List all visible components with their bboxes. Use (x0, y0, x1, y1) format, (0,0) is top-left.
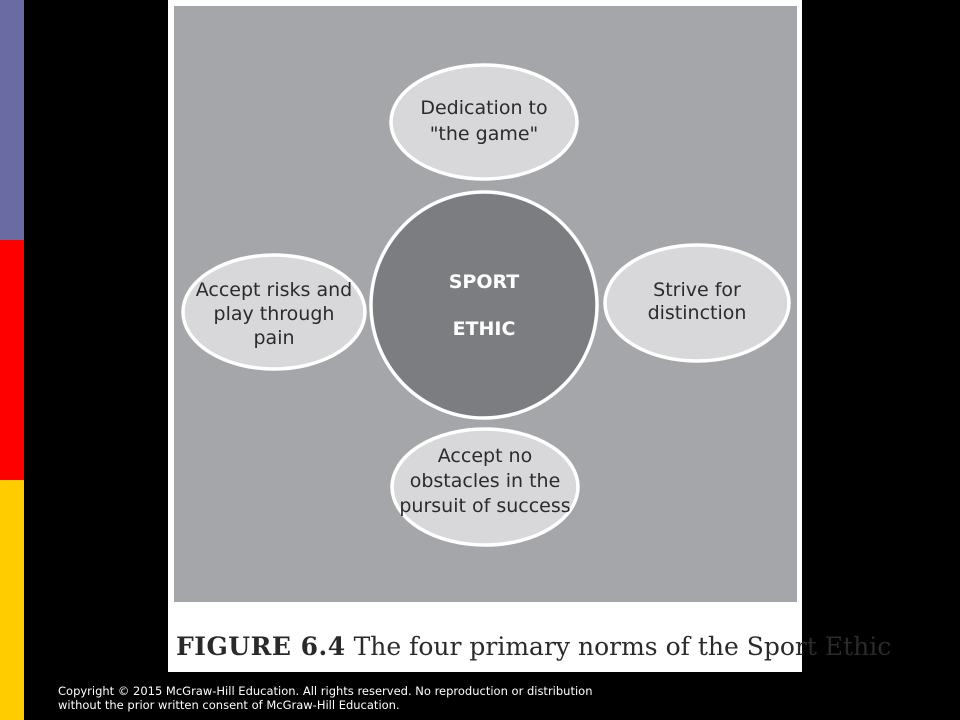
copyright-notice: Copyright © 2015 McGraw-Hill Education. … (58, 684, 758, 712)
node-bottom-ellipse (390, 427, 580, 547)
node-left-ellipse (181, 253, 367, 371)
center-label-line1: SPORT (449, 271, 520, 293)
node-top-line1: Dedication to (420, 97, 547, 119)
node-top-ellipse (389, 63, 579, 181)
accent-stripe-purple (0, 0, 24, 240)
node-left-line1: Accept risks and (196, 279, 352, 301)
node-right-ellipse (603, 243, 791, 363)
node-bottom-line3: pursuit of success (399, 495, 570, 517)
figure-caption: FIGURE 6.4 The four primary norms of the… (176, 632, 891, 661)
node-top-line2: "the game" (430, 123, 539, 145)
accent-stripe-yellow (0, 480, 24, 720)
figure-label: FIGURE 6.4 (176, 632, 346, 661)
copyright-line1: Copyright © 2015 McGraw-Hill Education. … (58, 684, 593, 698)
node-left-line2: play through (214, 303, 335, 325)
node-right-line1: Strive for (653, 279, 741, 301)
sport-ethic-diagram: SPORT ETHIC Dedication to "the game" Str… (181, 63, 791, 547)
center-label-line2: ETHIC (453, 318, 516, 340)
node-bottom-line2: obstacles in the (410, 470, 561, 492)
node-left-line3: pain (253, 327, 294, 349)
figure-frame: SPORT ETHIC Dedication to "the game" Str… (168, 0, 891, 672)
copyright-line2: without the prior written consent of McG… (58, 698, 400, 712)
figure-caption-text: The four primary norms of the Sport Ethi… (353, 632, 892, 661)
node-bottom-line1: Accept no (438, 445, 532, 467)
accent-stripe-red (0, 240, 24, 480)
node-right-line2: distinction (648, 302, 747, 324)
center-circle (369, 190, 599, 420)
diagram-panel: SPORT ETHIC Dedication to "the game" Str… (174, 6, 797, 602)
